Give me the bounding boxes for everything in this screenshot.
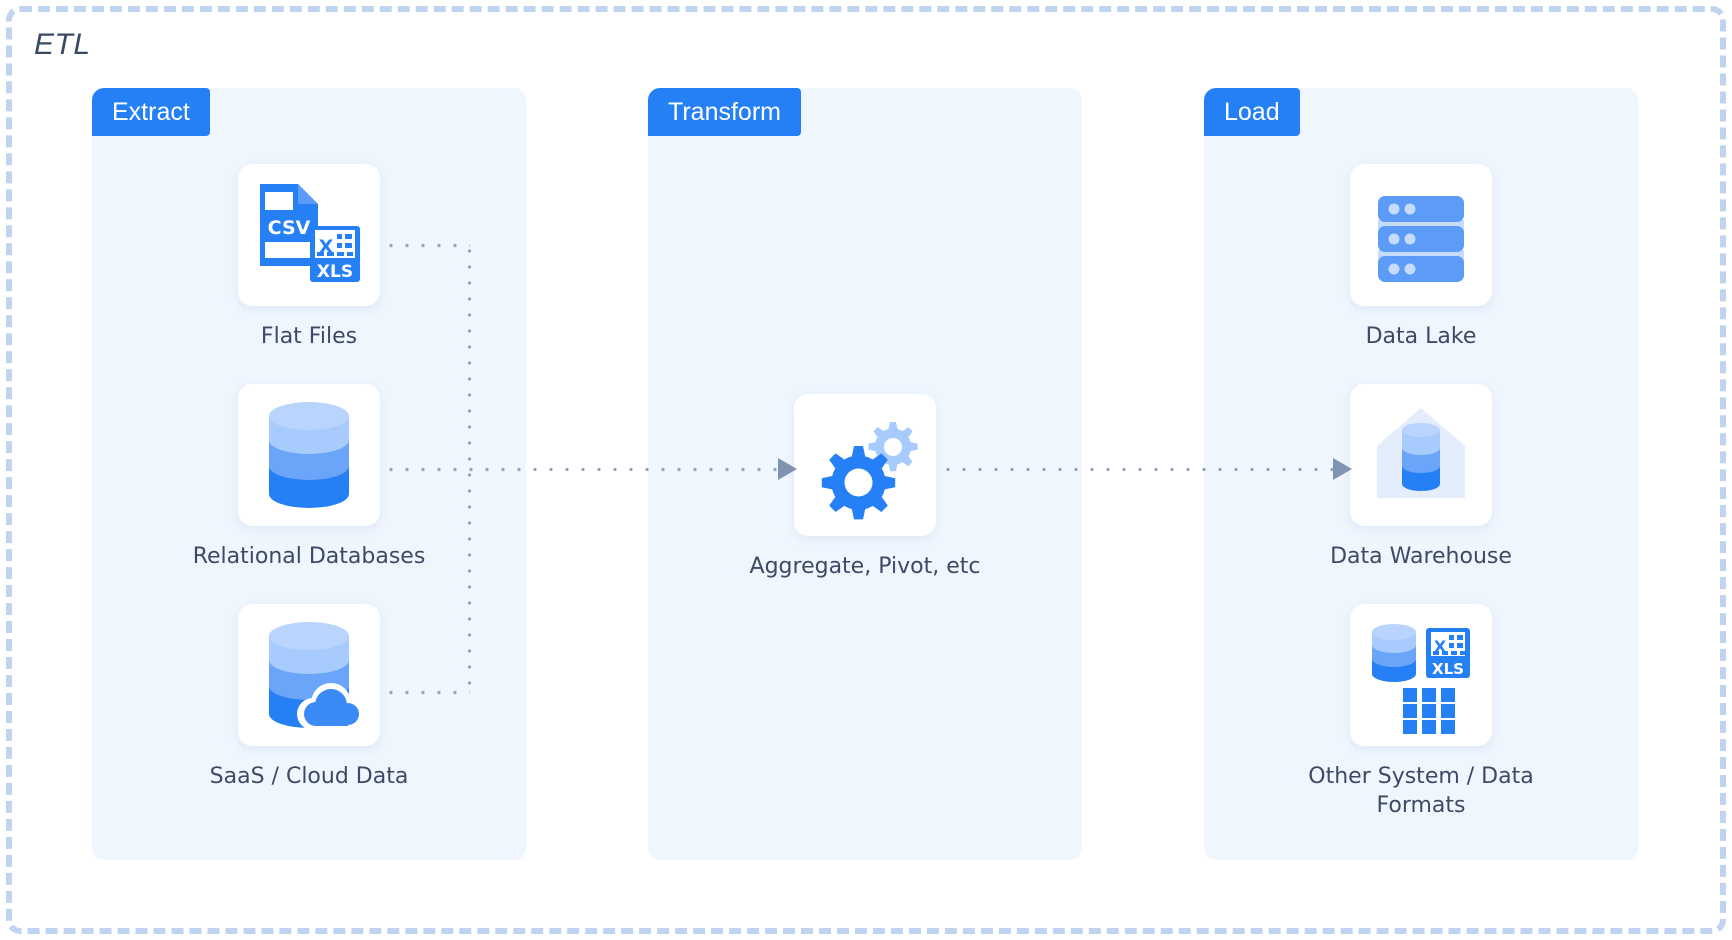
node-relational-databases[interactable]: Relational Databases (179, 384, 439, 571)
icon-card-relational-databases (238, 384, 380, 526)
node-label-data-lake: Data Lake (1365, 324, 1477, 349)
gears-icon (821, 422, 918, 520)
node-label-aggregate-pivot: Aggregate, Pivot, etc (749, 554, 981, 579)
server-stack-icon (1378, 196, 1464, 282)
svg-text:XLS: XLS (1432, 660, 1464, 678)
node-label-flat-files: Flat Files (260, 324, 358, 349)
stage-panel-transform: Transform (648, 88, 1082, 860)
warehouse-database-icon (1377, 408, 1465, 498)
connector-transform-to-load (940, 467, 1338, 472)
stage-panel-extract: Extract CSV X (92, 88, 526, 860)
svg-text:CSV: CSV (268, 217, 311, 239)
icon-card-data-warehouse (1350, 384, 1492, 526)
icon-card-saas-cloud-data (238, 604, 380, 746)
node-data-lake[interactable]: Data Lake (1291, 164, 1551, 351)
icon-card-data-lake (1350, 164, 1492, 306)
stage-badge-extract: Extract (92, 88, 210, 136)
connector-flat-files-vertical (467, 243, 472, 470)
cloud-database-icon (269, 622, 365, 730)
node-aggregate-pivot[interactable]: Aggregate, Pivot, etc (735, 394, 995, 581)
node-flat-files[interactable]: CSV X XLS (179, 164, 439, 351)
connector-saas-vertical (467, 467, 472, 693)
node-label-saas-cloud-data: SaaS / Cloud Data (209, 764, 409, 789)
stage-panel-load: Load (1204, 88, 1638, 860)
page-title: ETL (34, 28, 91, 61)
icon-card-flat-files: CSV X XLS (238, 164, 380, 306)
node-label-relational-databases: Relational Databases (192, 544, 426, 569)
node-label-data-warehouse: Data Warehouse (1330, 544, 1512, 569)
stage-badge-load: Load (1204, 88, 1300, 136)
node-saas-cloud-data[interactable]: SaaS / Cloud Data (179, 604, 439, 791)
connector-flat-files-horizontal (383, 243, 470, 248)
node-data-warehouse[interactable]: Data Warehouse (1291, 384, 1551, 571)
diagram-border (6, 6, 1726, 934)
stage-badge-transform: Transform (648, 88, 801, 136)
database-cylinder-icon (269, 402, 349, 508)
connector-extract-to-transform (383, 467, 783, 472)
stage-body-extract: CSV X XLS (92, 136, 526, 860)
database-xls-grid-icon: X XLS (1372, 624, 1470, 734)
icon-card-aggregate-pivot (794, 394, 936, 536)
stage-body-load: Data Lake Data Warehouse (1204, 136, 1638, 860)
node-other-system[interactable]: X XLS (1291, 604, 1551, 820)
icon-card-other-system: X XLS (1350, 604, 1492, 746)
svg-text:XLS: XLS (317, 262, 353, 282)
arrow-extract-to-transform (778, 458, 797, 480)
csv-xls-files-icon: CSV X XLS (260, 184, 360, 282)
arrow-transform-to-load (1333, 458, 1352, 480)
connector-saas-horizontal (383, 690, 470, 695)
stage-body-transform: Aggregate, Pivot, etc (648, 136, 1082, 860)
node-label-other-system: Other System / Data Formats (1308, 764, 1534, 818)
